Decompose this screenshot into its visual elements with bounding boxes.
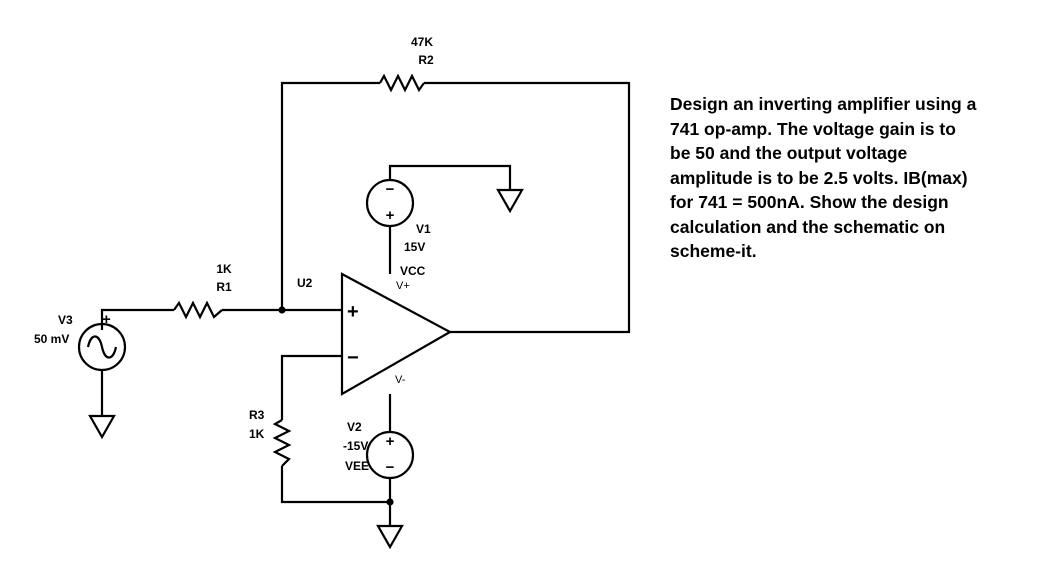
- v2-value-label: -15V: [343, 439, 368, 453]
- junction-node: [386, 498, 394, 506]
- vminus-pin-label: V-: [395, 374, 406, 386]
- v1-ref-label: V1: [416, 222, 431, 236]
- resistor-r1: [173, 300, 223, 320]
- input-wire: [100, 308, 342, 330]
- vcc-net-label: VCC: [400, 264, 426, 278]
- schematic-diagram: + − − + + − + 47K R2 1K R1 R3 1K U2 V1 1…: [34, 35, 631, 550]
- problem-statement: Design an inverting amplifier using a 74…: [670, 94, 977, 261]
- opamp-u2: [340, 272, 453, 396]
- ground-symbol-v3: [88, 414, 116, 440]
- v2-ref-label: V2: [347, 420, 362, 434]
- opamp-noninverting-sign: +: [347, 301, 359, 323]
- dc-source-v1: [365, 178, 415, 228]
- vplus-pin-label: V+: [396, 280, 410, 292]
- v1-value-label: 15V: [404, 240, 425, 254]
- r3-value-label: 1K: [249, 427, 265, 441]
- v2-plus-sign: +: [386, 433, 395, 450]
- sine-wave-icon: [86, 335, 118, 359]
- r2-ref-label: R2: [418, 53, 434, 67]
- feedback-wire: [280, 81, 631, 334]
- r2-value-label: 47K: [411, 35, 433, 49]
- resistor-r2: [379, 73, 425, 93]
- resistor-r3: [272, 419, 292, 467]
- ac-source-v3: [77, 322, 127, 372]
- vee-net-label: VEE: [345, 459, 369, 473]
- junction-node: [278, 306, 286, 314]
- v1-minus-sign: −: [386, 181, 395, 198]
- v3-value-label: 50 mV: [34, 332, 69, 346]
- r3-ref-label: R3: [249, 408, 265, 422]
- vcc-supply-wire: [388, 164, 512, 274]
- ground-symbol-v1: [496, 188, 524, 214]
- v2-minus-sign: −: [386, 459, 395, 476]
- r1-ref-label: R1: [216, 280, 232, 294]
- ground-symbol-main: [376, 524, 404, 550]
- v3-ref-label: V3: [58, 313, 73, 327]
- u2-ref-label: U2: [297, 276, 313, 290]
- inverting-input-wire: [280, 354, 390, 504]
- v3-plus-sign: +: [102, 311, 111, 328]
- opamp-inverting-sign: −: [347, 347, 359, 369]
- r1-value-label: 1K: [216, 262, 232, 276]
- v1-plus-sign: +: [386, 207, 395, 224]
- dc-source-v2: [365, 430, 415, 480]
